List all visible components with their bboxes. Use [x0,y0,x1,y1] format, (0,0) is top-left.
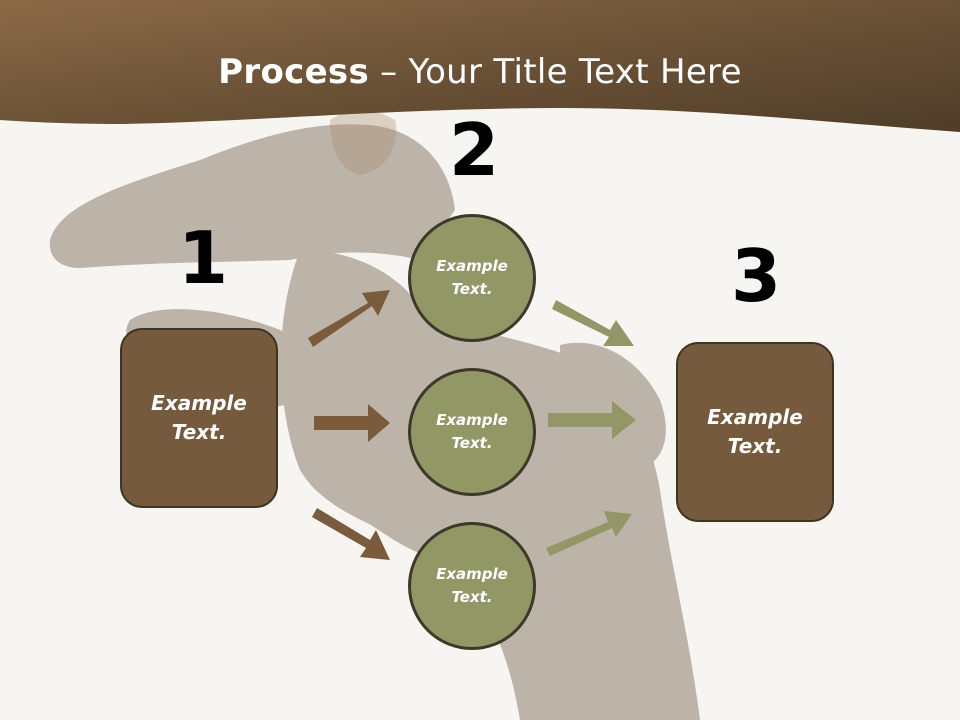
circle-bottom-line1: Example [436,565,508,583]
step1-box: Example Text. [120,328,278,508]
arrow-left-to-top [308,290,390,347]
step1-line1: Example [151,391,247,415]
circle-middle-line1: Example [436,411,508,429]
title-bold: Process [218,52,370,92]
circle-bottom-line2: Text. [451,588,493,606]
arrow-left-to-middle [314,404,390,442]
arrow-middle-to-right [548,401,636,439]
step2-circle-bottom: Example Text. [408,522,536,650]
arrow-top-to-right [552,300,634,346]
title-rest: – Your Title Text Here [369,52,742,92]
step3-line1: Example [707,405,803,429]
page-title: Process – Your Title Text Here [0,52,960,92]
step1-line2: Text. [171,420,227,444]
step2-circle-middle: Example Text. [408,368,536,496]
step3-line2: Text. [727,434,783,458]
step-number-3: 3 [731,234,782,318]
step2-circle-top: Example Text. [408,214,536,342]
arrow-left-to-bottom [312,508,390,560]
circle-top-line2: Text. [451,280,493,298]
header-band [0,0,960,132]
step3-box: Example Text. [676,342,834,522]
circle-middle-line2: Text. [451,434,493,452]
step-number-2: 2 [449,108,500,192]
step-number-1: 1 [178,216,229,300]
circle-top-line1: Example [436,257,508,275]
arrow-bottom-to-right [546,511,632,556]
